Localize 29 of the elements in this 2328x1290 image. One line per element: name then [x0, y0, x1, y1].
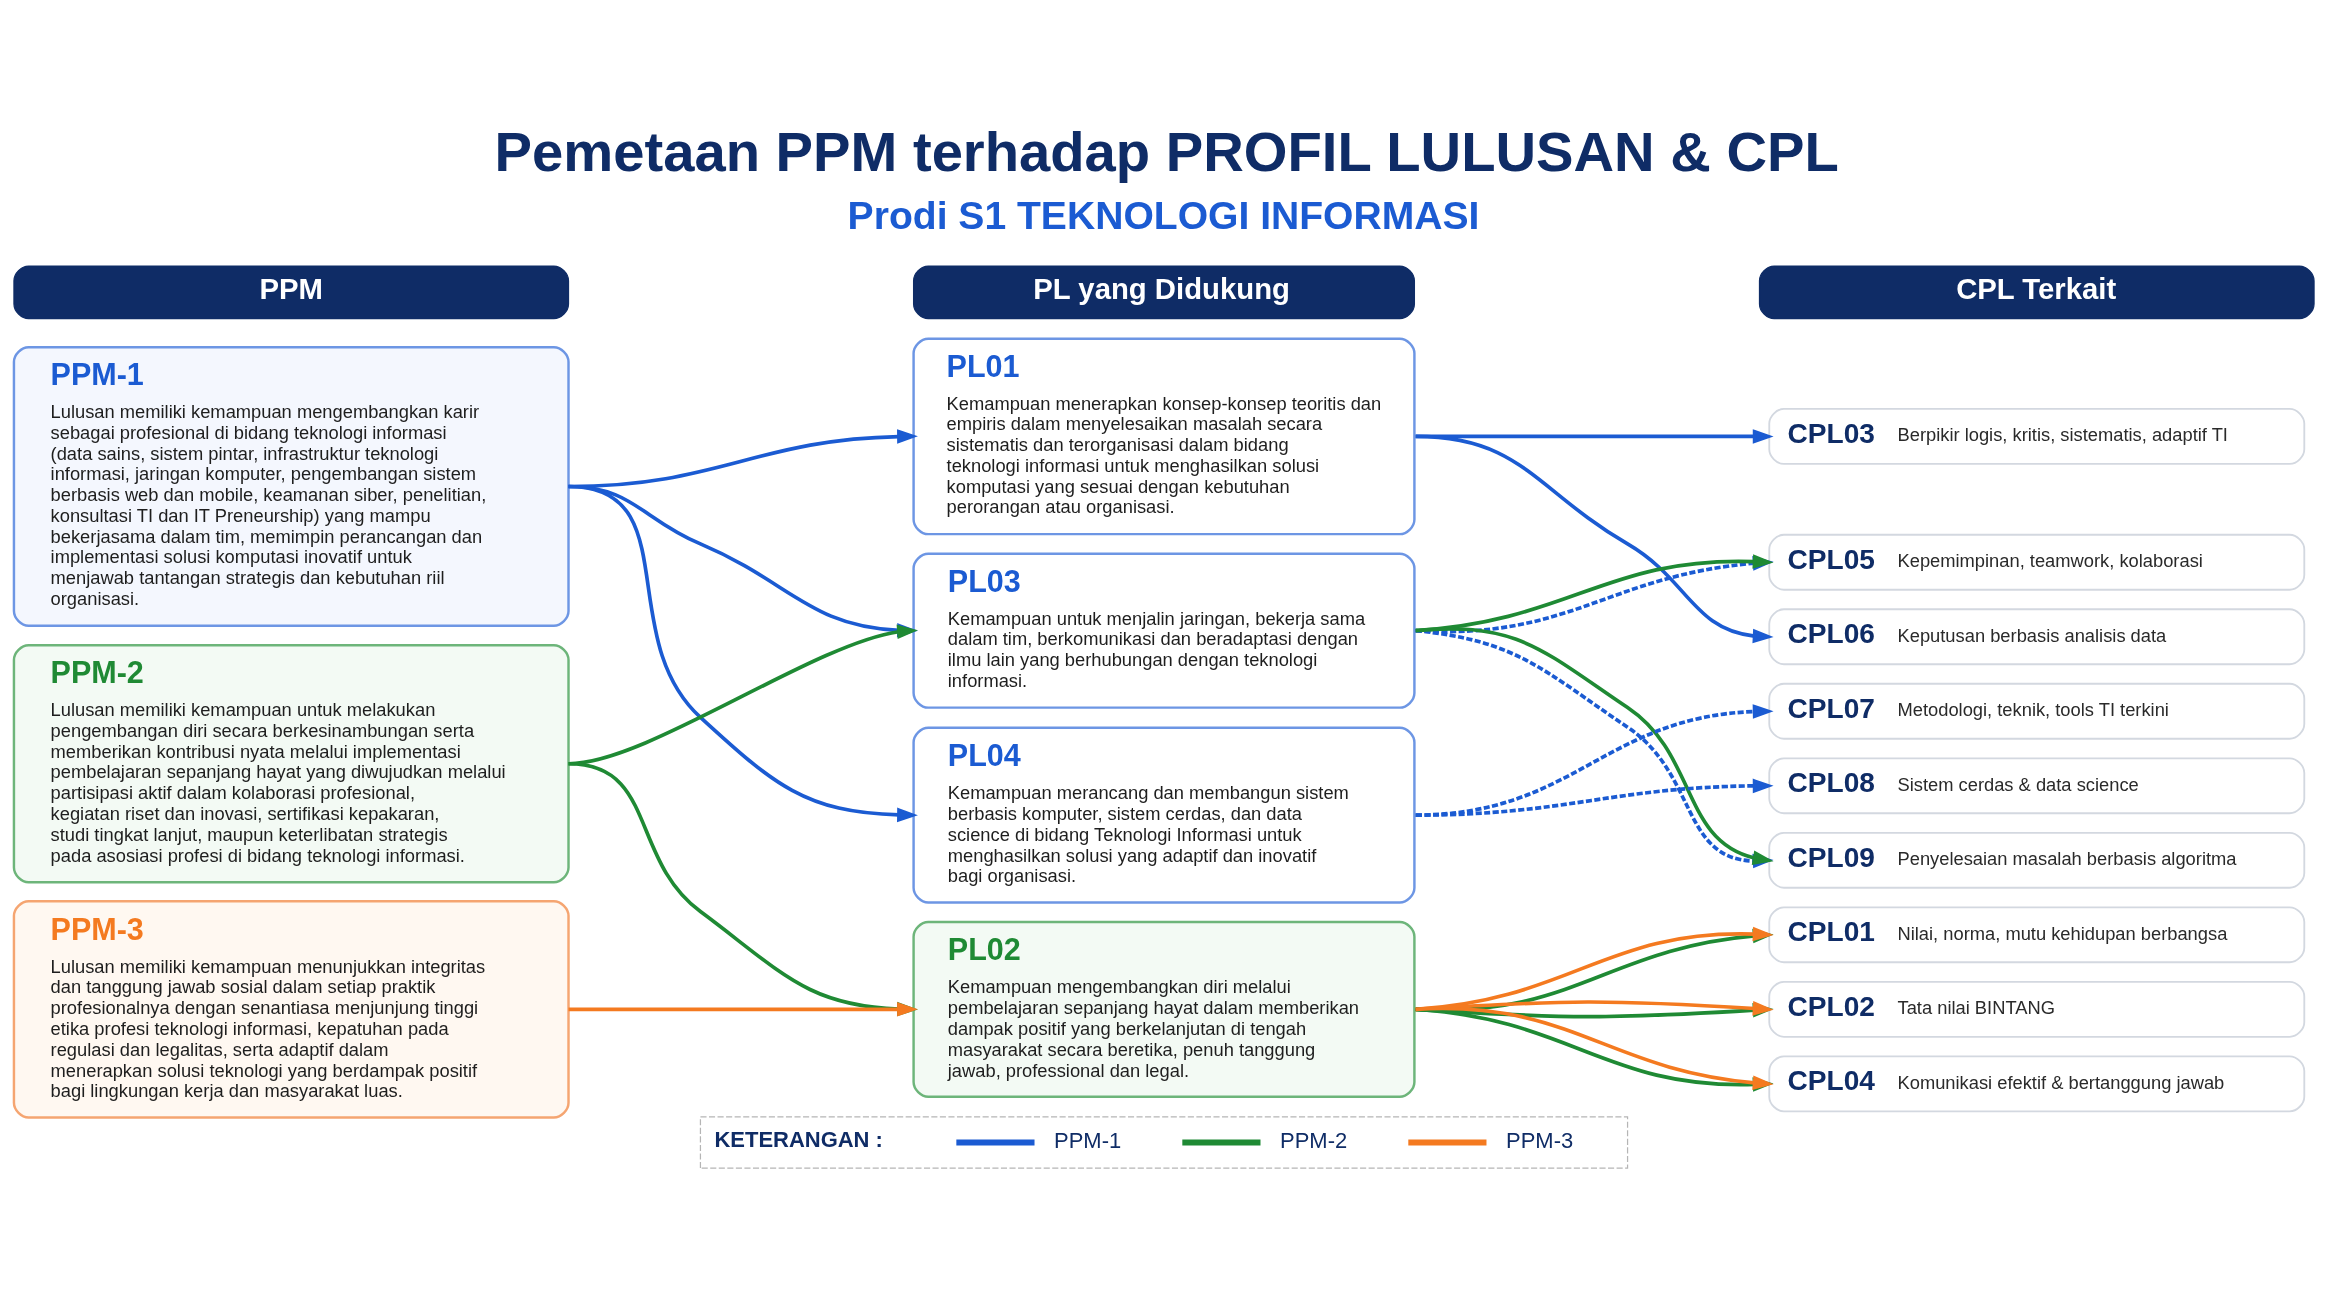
legend-label: PPM-2 — [1280, 1127, 1348, 1153]
label: Prodi S1 TEKNOLOGI INFORMASI — [847, 193, 1480, 237]
node-box: CPL09 Penyelesaian masalah berbasis algoritma — [1768, 831, 2306, 889]
node-box: PPM-3 Lulusan memiliki kemampuan menunjukkan integritas dan tanggung jawab sosial dalam setiap praktik profesionalnya dengan senantiasa menjunjung tinggi etika profesi teknologi informasi, kepatuhan pada regulasi dan legalitas, serta adaptif dalam menerapkan solusi teknologi yang berdampak positif bagi lingkungan kerja dan masyarakat luas. — [12, 900, 570, 1119]
arrow — [1415, 778, 1774, 817]
node-box: CPL05 Kepemimpinan, teamwork, kolaborasi — [1768, 533, 2306, 591]
node-box: PL01 Kemampuan menerapkan konsep-konsep teoritis dan empiris dalam menyelesaikan masalah secara sistematis dan terorganisasi dalam bidang teknologi informasi untuk menghasilkan solusi komputasi yang sesuai dengan kebutuhan perorangan atau organisasi. — [912, 337, 1416, 536]
node-box: CPL04 Komunikasi efektif & bertanggung jawab — [1768, 1055, 2306, 1113]
arrow — [568, 1002, 918, 1017]
node-box: CPL02 Tata nilai BINTANG — [1768, 980, 2306, 1038]
node-box: PPM-2 Lulusan memiliki kemampuan untuk melakukan pengembangan diri secara berkesinambungan serta memberikan kontribusi nyata melalui implementasi pembelajaran sepanjang hayat yang diwujudkan melalui partisipasi aktif dalam kolaborasi profesional, kegiatan riset dan inovasi, sertifikasi kepakaran, studi tingkat lanjut, maupun keterlibatan strategis pada asosiasi profesi di bidang teknologi informasi. — [12, 644, 570, 884]
arrow — [1415, 704, 1774, 817]
node-box: CPL08 Sistem cerdas & data science — [1768, 757, 2306, 815]
node-box: PL03 Kemampuan untuk menjalin jaringan, bekerja sama dalam tim, berkomunikasi dan beradaptasi dengan ilmu lain yang berhubungan dengan teknologi informasi. — [912, 552, 1416, 709]
node-box: CPL07 Metodologi, teknik, tools TI terkini — [1768, 682, 2306, 740]
label: KETERANGAN : — [714, 1126, 883, 1152]
node-box: CPL06 Keputusan berbasis analisis data — [1768, 608, 2306, 666]
node-box: PL yang Didukung — [913, 265, 1415, 320]
legend-label: PPM-3 — [1506, 1127, 1574, 1153]
node-box: PL04 Kemampuan merancang dan membangun sistem berbasis komputer, sistem cerdas, dan data science di bidang Teknologi Informasi untuk menghasilkan solusi yang adaptif dan inovatif bagi organisasi. — [912, 726, 1416, 904]
node-box: PL02 Kemampuan mengembangkan diri melalui pembelajaran sepanjang hayat dalam memberikan dampak positif yang berkelanjutan di tengah masyarakat secara beretika, penuh tanggung jawab, professional dan legal. — [912, 920, 1416, 1098]
arrow — [568, 761, 918, 1017]
node-box: CPL Terkait — [1758, 265, 2315, 320]
legend-label: PPM-1 — [1054, 1127, 1122, 1153]
node-box: PPM — [13, 265, 570, 320]
node-box: PPM-1 Lulusan memiliki kemampuan mengembangkan karir sebagai profesional di bidang teknologi informasi (data sains, sistem pintar, infrastruktur teknologi informasi, jaringan komputer, pengembangan sistem berbasis web dan mobile, keamanan siber, penelitian, konsultasi TI dan IT Preneurship) yang mampu bekerjasama dalam tim, memimpin perancangan dan implementasi solusi komputasi inovatif untuk menjawab tantangan strategis dan kebutuhan riil organisasi. — [12, 346, 570, 627]
node-box: CPL03 Berpikir logis, kritis, sistematis, adaptif TI — [1768, 408, 2306, 465]
node-box: CPL01 Nilai, norma, mutu kehidupan berbangsa — [1768, 906, 2306, 964]
diagram-title: Pemetaan PPM terhadap PROFIL LULUSAN & CPL — [494, 119, 1839, 183]
